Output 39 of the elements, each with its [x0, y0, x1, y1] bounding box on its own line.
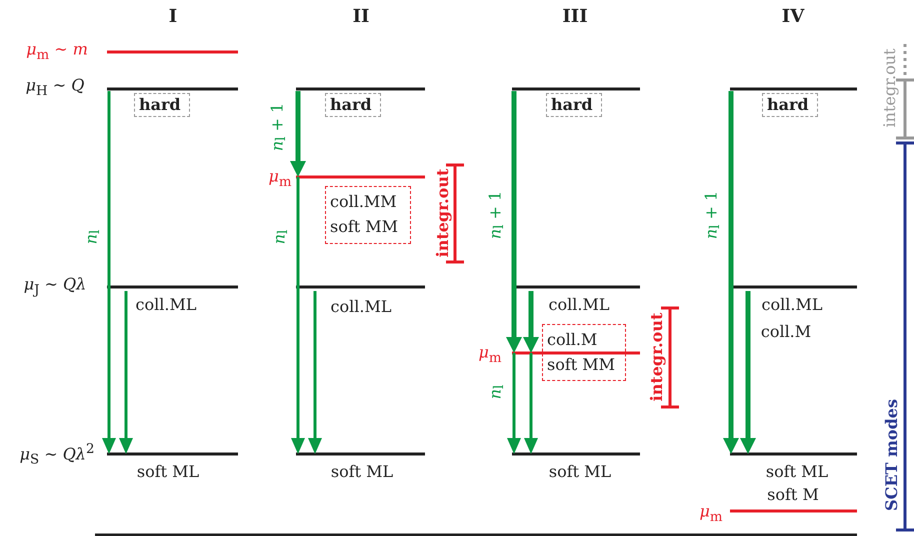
bracket-label: integr.out — [882, 48, 898, 128]
mode-label: hard — [767, 94, 809, 116]
mode-label: soft ML — [548, 464, 612, 480]
mode-label: soft ML — [330, 464, 394, 480]
dashed-box — [542, 324, 626, 381]
column-heading: II — [352, 8, 370, 26]
bracket-label: SCET modes — [884, 399, 900, 511]
bracket-label: integr.out — [649, 312, 665, 402]
scale-label: μ$_{m}$ — [699, 504, 723, 524]
dashed-box — [134, 93, 190, 117]
scale-label: μ$_{S}$ ∼ Qλ$^{2}$ — [20, 443, 94, 467]
mode-label: hard — [551, 94, 593, 116]
column-heading: IV — [782, 8, 804, 26]
mode-label: coll.ML — [330, 299, 392, 315]
scale-label: μ$_{m}$ ∼ m — [26, 42, 88, 62]
dashed-box — [325, 93, 381, 117]
dashed-box — [546, 93, 602, 117]
scale-label: μ$_{H}$ ∼ Q — [26, 78, 84, 98]
mode-label: coll.ML — [548, 297, 610, 313]
scale-label: μ$_{J}$ ∼ Qλ — [24, 276, 86, 298]
mode-label: soft MM — [330, 216, 398, 238]
column-heading: I — [168, 8, 178, 26]
mode-label: hard — [330, 94, 372, 116]
mode-label: soft ML — [136, 464, 200, 480]
column-heading: III — [562, 8, 588, 26]
scale-label: μ$_{m}$ — [268, 168, 292, 190]
scale-label: μ$_{m}$ — [478, 344, 502, 366]
mode-label: hard — [139, 94, 181, 116]
mode-label: coll.M — [760, 324, 812, 340]
mode-label: soft ML — [766, 464, 828, 480]
mode-label: coll.M — [547, 328, 598, 351]
dashed-box — [325, 186, 411, 244]
mode-label: soft M — [767, 487, 819, 503]
mode-label: coll.MM — [330, 191, 397, 214]
mode-label: coll.ML — [136, 297, 196, 313]
mode-label: coll.ML — [762, 297, 822, 313]
bracket-label: integr.out — [435, 168, 451, 258]
dashed-box — [762, 93, 818, 117]
mode-label: soft MM — [547, 354, 616, 376]
